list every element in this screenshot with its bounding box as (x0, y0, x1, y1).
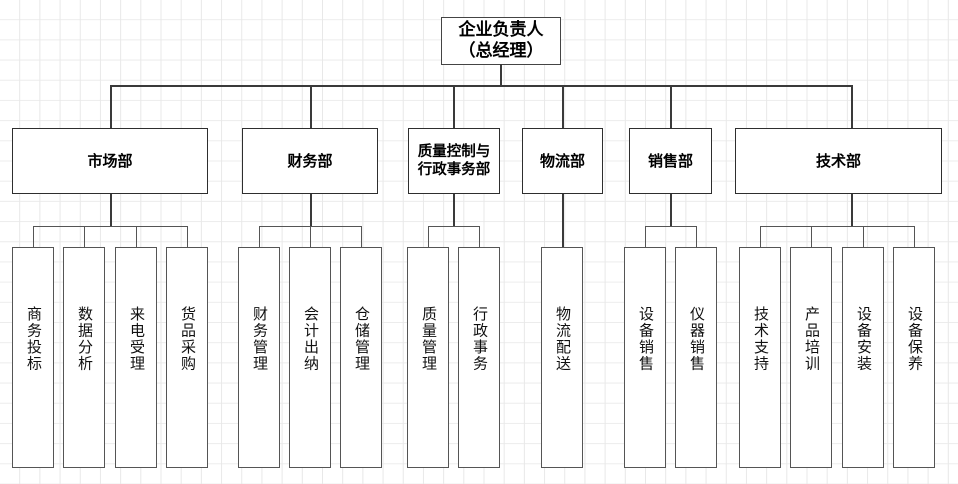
node-leaf-logistics-delivery[interactable]: 物流配送 (541, 247, 583, 468)
node-dept-sales-label: 销售部 (647, 151, 693, 170)
connector-technology-to-child-3 (863, 226, 865, 247)
node-leaf-financial-management-label: 财务管理 (250, 306, 269, 372)
node-leaf-goods-procurement[interactable]: 货品采购 (166, 247, 208, 468)
connector-main-bus (110, 85, 852, 87)
node-leaf-equipment-installation-label: 设备安装 (854, 306, 873, 372)
node-leaf-data-analysis[interactable]: 数据分析 (63, 247, 105, 468)
node-leaf-administrative-affairs[interactable]: 行政事务 (458, 247, 500, 468)
connector-marketing-to-child-1 (33, 226, 35, 247)
node-leaf-administrative-affairs-label: 行政事务 (470, 306, 489, 372)
connector-sales-to-child-2 (696, 226, 698, 247)
node-leaf-accounting-cashier-label: 会计出纳 (301, 306, 320, 372)
node-leaf-accounting-cashier[interactable]: 会计出纳 (289, 247, 331, 468)
connector-sales-to-child-1 (645, 226, 647, 247)
node-leaf-product-training-label: 产品培训 (802, 306, 821, 372)
node-dept-technology[interactable]: 技术部 (735, 128, 942, 194)
connector-marketing-to-child-2 (84, 226, 86, 247)
node-leaf-data-analysis-label: 数据分析 (75, 306, 94, 372)
connector-quality-admin-to-child-1 (428, 226, 430, 247)
node-leaf-instrument-sales-label: 仪器销售 (687, 306, 706, 372)
node-dept-quality-admin[interactable]: 质量控制与 行政事务部 (408, 128, 500, 194)
node-leaf-equipment-maintenance-label: 设备保养 (905, 306, 924, 372)
connector-technology-to-child-1 (760, 226, 762, 247)
connector-root-drop (500, 64, 502, 86)
connector-technology-bus (760, 226, 915, 228)
node-leaf-instrument-sales[interactable]: 仪器销售 (675, 247, 717, 468)
connector-sales-drop (670, 194, 672, 227)
connector-bus-to-quality-admin (453, 85, 455, 128)
node-leaf-equipment-maintenance[interactable]: 设备保养 (893, 247, 935, 468)
connector-technology-to-child-2 (811, 226, 813, 247)
connector-marketing-bus (33, 226, 188, 228)
node-leaf-goods-procurement-label: 货品采购 (178, 306, 197, 372)
connector-technology-to-child-4 (914, 226, 916, 247)
node-leaf-technical-support[interactable]: 技术支持 (739, 247, 781, 468)
connector-technology-drop (851, 194, 853, 227)
node-leaf-quality-management-label: 质量管理 (419, 306, 438, 372)
connector-finance-to-child-1 (259, 226, 261, 247)
connector-marketing-to-child-3 (136, 226, 138, 247)
node-dept-technology-label: 技术部 (815, 151, 861, 170)
node-leaf-warehouse-management-label: 仓储管理 (352, 306, 371, 372)
connector-bus-to-technology (851, 85, 853, 128)
node-leaf-call-handling[interactable]: 来电受理 (115, 247, 157, 468)
node-leaf-quality-management[interactable]: 质量管理 (407, 247, 449, 468)
connector-marketing-drop (110, 194, 112, 227)
connector-quality-admin-drop (453, 194, 455, 227)
connector-finance-to-child-3 (361, 226, 363, 247)
connector-marketing-to-child-4 (187, 226, 189, 247)
node-dept-quality-admin-label: 质量控制与 行政事务部 (417, 143, 491, 178)
node-dept-marketing[interactable]: 市场部 (12, 128, 208, 194)
connector-bus-to-finance (310, 85, 312, 128)
node-dept-finance-label: 财务部 (287, 151, 333, 170)
node-leaf-business-bidding-label: 商务投标 (24, 306, 43, 372)
node-dept-finance[interactable]: 财务部 (242, 128, 378, 194)
node-dept-logistics[interactable]: 物流部 (522, 128, 603, 194)
connector-quality-admin-to-child-2 (479, 226, 481, 247)
node-root-label: 企业负责人 （总经理） (458, 19, 544, 61)
node-dept-logistics-label: 物流部 (539, 151, 585, 170)
connector-finance-to-child-2 (310, 226, 312, 247)
connector-bus-to-logistics (562, 85, 564, 128)
connector-bus-to-marketing (110, 85, 112, 128)
node-leaf-equipment-sales[interactable]: 设备销售 (624, 247, 666, 468)
connector-quality-admin-bus (428, 226, 480, 228)
node-leaf-logistics-delivery-label: 物流配送 (553, 306, 572, 372)
node-leaf-warehouse-management[interactable]: 仓储管理 (340, 247, 382, 468)
connector-finance-drop (310, 194, 312, 227)
node-leaf-technical-support-label: 技术支持 (751, 306, 770, 372)
node-root-general-manager[interactable]: 企业负责人 （总经理） (441, 17, 561, 65)
node-leaf-business-bidding[interactable]: 商务投标 (12, 247, 54, 468)
connector-bus-to-sales (670, 85, 672, 128)
node-leaf-product-training[interactable]: 产品培训 (790, 247, 832, 468)
connector-sales-bus (645, 226, 697, 228)
node-leaf-equipment-sales-label: 设备销售 (636, 306, 655, 372)
node-leaf-call-handling-label: 来电受理 (127, 306, 146, 372)
node-leaf-equipment-installation[interactable]: 设备安装 (842, 247, 884, 468)
connector-logistics-drop (562, 194, 564, 247)
node-dept-marketing-label: 市场部 (87, 151, 133, 170)
node-leaf-financial-management[interactable]: 财务管理 (238, 247, 280, 468)
node-dept-sales[interactable]: 销售部 (629, 128, 712, 194)
